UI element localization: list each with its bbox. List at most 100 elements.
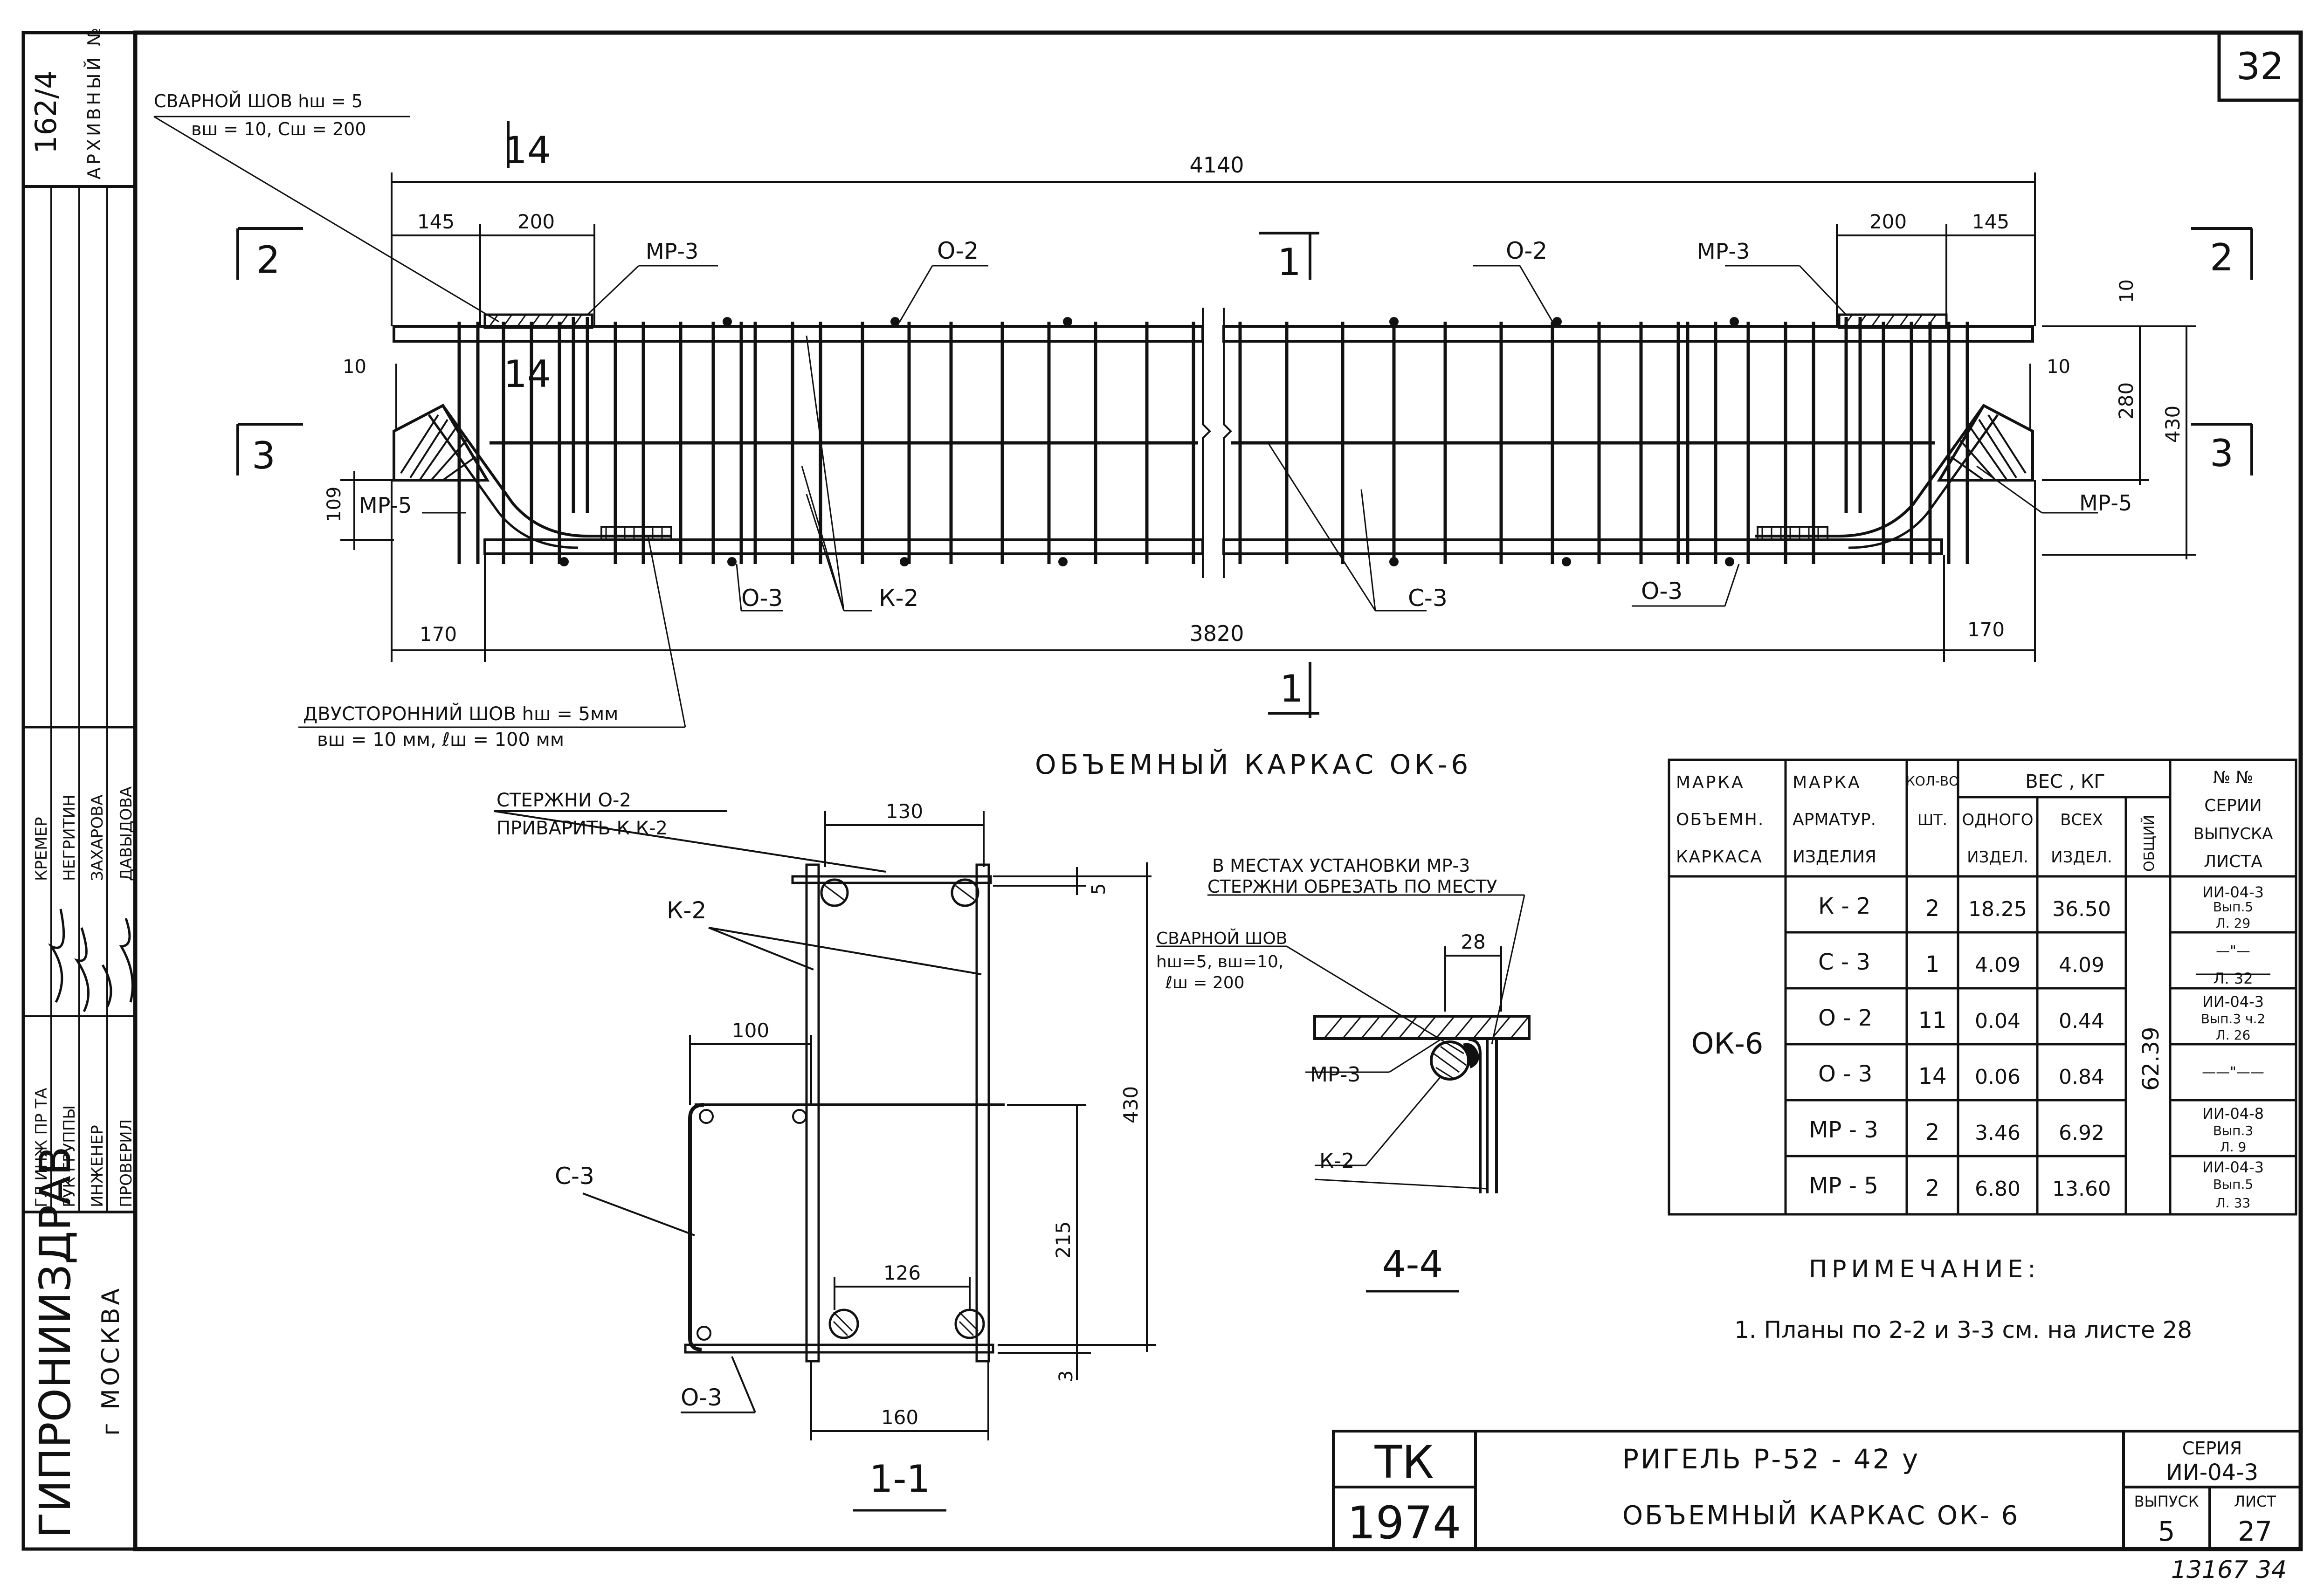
cut-1-bottom: 1 xyxy=(1280,667,1303,710)
dim-170-left: 170 xyxy=(420,623,457,646)
row-3-ref-2: Вып.3 ч.2 xyxy=(2201,1011,2266,1026)
signatures xyxy=(48,909,134,1012)
row-1-item: К - 2 xyxy=(1818,893,1870,919)
hdr-qty-2: ШТ. xyxy=(1917,811,1947,829)
dim-200-left: 200 xyxy=(517,210,555,233)
row-5-ref-2: Вып.3 xyxy=(2213,1123,2253,1138)
dim-145-left: 145 xyxy=(417,210,455,233)
dim-109: 109 xyxy=(324,487,345,522)
hdr-series-3: ВЫПУСКА xyxy=(2193,825,2273,843)
s44-weld-line1: СВАРНОЙ ШОВ xyxy=(1156,929,1287,948)
row-4-ref-1: ——"—— xyxy=(2202,1064,2264,1081)
s11-dim-100: 100 xyxy=(732,1019,769,1042)
s11-label-c3: С-3 xyxy=(555,1163,594,1190)
cut-2-right: 2 xyxy=(2210,236,2234,279)
section-1-1-dims xyxy=(494,810,1156,1440)
row-2-qty: 1 xyxy=(1925,951,1940,978)
dim-10-right-top: 10 xyxy=(2116,279,2138,303)
tb-sheet: 27 xyxy=(2238,1515,2272,1547)
row-6-one: 6.80 xyxy=(1975,1177,2021,1201)
tb-year: 1974 xyxy=(1347,1497,1461,1549)
s44-title: 4-4 xyxy=(1382,1243,1443,1286)
side-stamp: ГИПРОНИИЗДРАВ г МОСКВА ГЛ ИНЖ ПР ТА РУК … xyxy=(30,786,136,1538)
role-1: ГЛ ИНЖ ПР ТА xyxy=(32,1088,51,1207)
role-3: ИНЖЕНЕР xyxy=(88,1125,107,1207)
spec-table-rows: К - 2 2 18.25 36.50 ИИ-04-3 Вып.5 Л. 29 … xyxy=(1809,883,2265,1211)
label-o2-right: О-2 xyxy=(1506,237,1547,264)
dim-200-right: 200 xyxy=(1869,210,1907,233)
dim-10-right: 10 xyxy=(2047,356,2070,378)
cut-3-right: 3 xyxy=(2210,432,2234,475)
label-k2: К-2 xyxy=(879,585,918,612)
s44-label-k2: К-2 xyxy=(1319,1149,1354,1173)
dim-145-right: 145 xyxy=(1972,210,2009,233)
main-leaders xyxy=(153,116,2098,728)
label-o3-left: О-3 xyxy=(741,585,783,612)
hdr-frame-3: КАРКАСА xyxy=(1676,847,1763,867)
tb-line1: РИГЕЛЬ Р-52 - 42 у xyxy=(1622,1443,1920,1475)
cut-1-top: 1 xyxy=(1277,241,1301,284)
role-2: РУК ГРУППЫ xyxy=(60,1105,79,1207)
dim-170-right: 170 xyxy=(1967,618,2005,641)
row-1-ref-3: Л. 29 xyxy=(2216,916,2250,931)
row-6-ref-1: ИИ-04-3 xyxy=(2202,1158,2264,1176)
bottom-length: 3820 xyxy=(1189,621,1244,646)
frame-mark: ОК-6 xyxy=(1691,1026,1764,1061)
s11-note-line2: ПРИВАРИТЬ К К-2 xyxy=(497,818,668,839)
dim-10-left: 10 xyxy=(343,356,366,378)
row-4-qty: 14 xyxy=(1918,1063,1946,1089)
hdr-qty-1: КОЛ-ВО xyxy=(1906,773,1959,789)
table-row: С - 3 1 4.09 4.09 —"— Л. 32 xyxy=(1818,943,2253,987)
row-1-one: 18.25 xyxy=(1968,897,2027,921)
sheet-number: 32 xyxy=(2236,45,2284,88)
hdr-frame-1: МАРКА xyxy=(1676,773,1745,792)
hdr-item-3: ИЗДЕЛИЯ xyxy=(1793,847,1876,867)
row-2-ref-1: —"— xyxy=(2216,943,2250,959)
label-o3-right: О-3 xyxy=(1641,578,1683,605)
spec-table-headers: МАРКА ОБЪЕМН. КАРКАСА МАРКА АРМАТУР. ИЗД… xyxy=(1676,768,2273,872)
s11-dim-5: 5 xyxy=(1088,883,1110,895)
main-elevation xyxy=(393,308,2034,578)
side-stamp-org: ГИПРОНИИЗДРАВ xyxy=(30,1146,80,1538)
s44-dim-28: 28 xyxy=(1461,930,1485,953)
table-row: О - 2 11 0.04 0.44 ИИ-04-3 Вып.3 ч.2 Л. … xyxy=(1818,993,2265,1043)
row-4-item: О - 3 xyxy=(1818,1061,1872,1087)
tb-series: ИИ-04-3 xyxy=(2166,1460,2258,1486)
label-mp3-right: МР-3 xyxy=(1697,239,1750,264)
row-5-one: 3.46 xyxy=(1975,1121,2021,1145)
tb-issue: 5 xyxy=(2158,1515,2175,1547)
s11-dim-126: 126 xyxy=(883,1261,921,1284)
name-1: КРЕМЕР xyxy=(32,817,51,881)
hdr-one-2: ИЗДЕЛ. xyxy=(1967,848,2028,867)
s11-dim-160: 160 xyxy=(881,1406,918,1429)
main-dimensions xyxy=(340,172,2196,662)
cut-2-left: 2 xyxy=(256,238,280,282)
hdr-total: ОБЩИЙ xyxy=(2141,815,2158,872)
label-o2-left: О-2 xyxy=(937,237,979,264)
double-weld-line2: вш = 10 мм, ℓш = 100 мм xyxy=(317,729,564,751)
label-mp5-left: МР-5 xyxy=(359,493,412,518)
s44-note-line1: В МЕСТАХ УСТАНОВКИ МР-3 xyxy=(1212,855,1470,876)
table-row: МР - 3 2 3.46 6.92 ИИ-04-8 Вып.3 Л. 9 xyxy=(1809,1105,2264,1155)
weld-note-line1: СВАРНОЙ ШОВ hш = 5 xyxy=(154,91,363,111)
s11-dim-430: 430 xyxy=(1119,1086,1142,1123)
hdr-series-2: СЕРИИ xyxy=(2204,796,2262,815)
s11-label-o3: О-3 xyxy=(681,1384,722,1411)
name-3: ЗАХАРОВА xyxy=(88,795,107,881)
archive-stamp: 162/4 АРХИВНЫЙ № xyxy=(29,25,104,179)
s11-dim-3: 3 xyxy=(1055,1371,1077,1382)
dim-280: 280 xyxy=(2115,382,2138,420)
table-row: О - 3 14 0.06 0.84 ——"—— xyxy=(1818,1061,2264,1089)
section-4-4-drawing xyxy=(1156,894,1531,1193)
s11-note-line1: СТЕРЖНИ О-2 xyxy=(497,790,631,811)
row-3-ref-3: Л. 26 xyxy=(2216,1027,2250,1043)
hdr-item-2: АРМАТУР. xyxy=(1793,810,1876,829)
spec-table-grid xyxy=(1668,758,2297,1216)
section-14-mid: 14 xyxy=(503,352,551,396)
tb-tk: ТК xyxy=(1374,1436,1434,1488)
s44-weld-line2: hш=5, вш=10, xyxy=(1156,952,1283,971)
section-cut-markers xyxy=(236,121,2253,718)
s11-title: 1-1 xyxy=(869,1457,931,1501)
section-14-top: 14 xyxy=(503,129,551,172)
row-2-item: С - 3 xyxy=(1818,949,1870,975)
